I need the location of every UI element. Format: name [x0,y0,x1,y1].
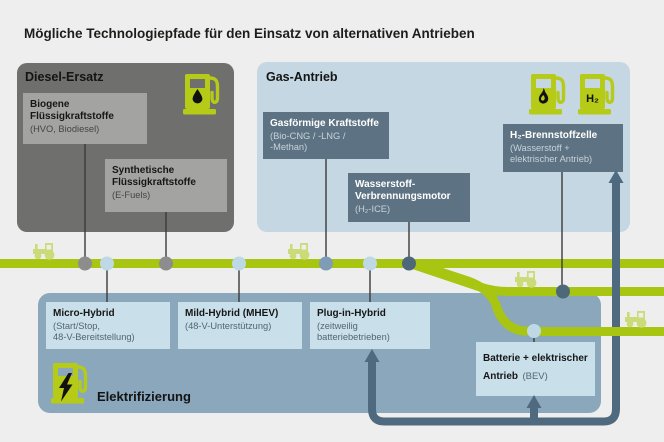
dot-gaseous-fuels [319,256,333,271]
tractor-icon [33,243,55,260]
node-title: Synthetische Flüssigkraftstoffe [112,165,196,188]
node-title: H₂-Brennstoffzelle [510,130,598,141]
node-subtitle: (Bio-CNG / -LNG / -Methan) [270,130,346,153]
node-subtitle: (BEV) [522,371,548,382]
node-subtitle: (zeitweilig batteriebetrieben) [317,320,390,343]
node-title: Wasserstoff- Verbrennungsmotor [355,179,451,202]
dot-plug-in-hybrid [363,256,377,271]
node-title: Micro-Hybrid [53,308,115,319]
node-subtitle: (48-V-Unterstützung) [185,320,272,331]
node-subtitle: (HVO, Biodiesel) [30,123,100,134]
node-subtitle: (H₂-ICE) [355,203,391,214]
page-title: Mögliche Technologiepfade für den Einsat… [24,26,475,41]
node-subtitle: (E-Fuels) [112,189,151,200]
tractor-icon [288,243,310,260]
diesel-section-heading: Diesel-Ersatz [25,70,104,84]
dot-hydrogen-engine [402,256,416,271]
node-title: Gasförmige Kraftstoffe [270,118,379,129]
node-battery-electric-drive: Batterie + elektrischer Antrieb (BEV) [476,342,595,396]
node-synthetic-liquid-fuels: Synthetische Flüssigkraftstoffe (E-Fuels… [105,159,227,212]
node-subtitle: (Start/Stop, 48-V-Bereitstellung) [53,320,135,343]
dot-mild-hybrid [232,256,246,271]
electrification-section-heading: Elektrifizierung [97,389,191,404]
node-title: Plug-in-Hybrid [317,308,386,319]
node-micro-hybrid: Micro-Hybrid (Start/Stop, 48-V-Bereitste… [46,302,170,349]
node-biogenic-liquid-fuels: Biogene Flüssigkraftstoffe (HVO, Biodies… [23,93,147,144]
node-gaseous-fuels: Gasförmige Kraftstoffe (Bio-CNG / -LNG /… [263,112,389,159]
node-hydrogen-combustion-engine: Wasserstoff- Verbrennungsmotor (H₂-ICE) [348,173,470,222]
dot-synthetic-fuels [159,256,173,271]
node-h2-fuel-cell: H₂-Brennstoffzelle (Wasserstoff + elektr… [503,124,623,172]
node-title: Biogene Flüssigkraftstoffe [30,99,114,122]
tractor-icon [625,311,647,328]
node-title: Mild-Hybrid (MHEV) [185,308,279,319]
node-subtitle: (Wasserstoff + elektrischer Antrieb) [510,142,593,165]
node-plug-in-hybrid: Plug-in-Hybrid (zeitweilig batteriebetri… [310,302,430,349]
dot-biogenic-fuels [78,256,92,271]
dot-micro-hybrid [100,256,114,271]
road-branch-upper [408,259,664,296]
tractor-icon [515,271,537,288]
gas-section-heading: Gas-Antrieb [266,70,338,84]
node-mild-hybrid: Mild-Hybrid (MHEV) (48-V-Unterstützung) [178,302,302,349]
